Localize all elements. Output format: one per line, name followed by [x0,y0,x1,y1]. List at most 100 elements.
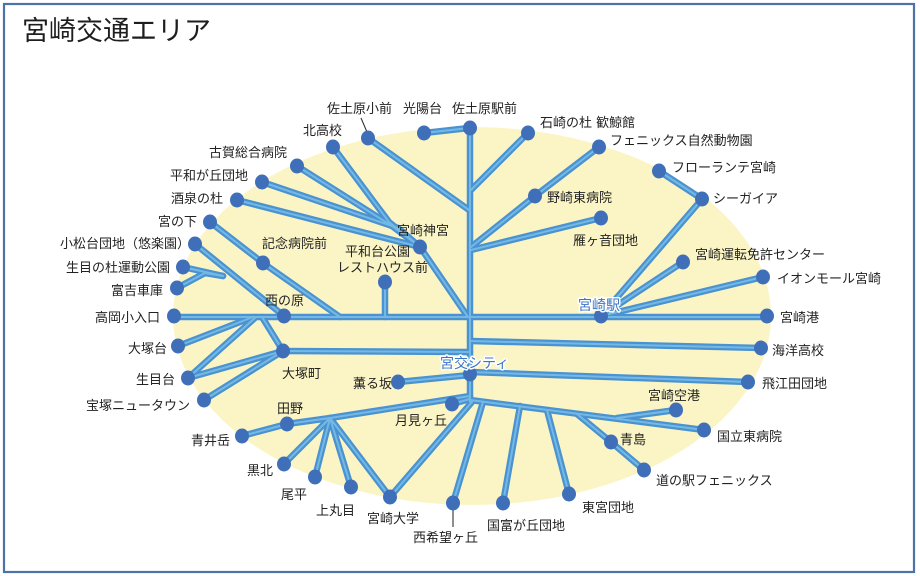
station-dot-airport [669,402,683,418]
station-label-seagaia: シーガイア [713,192,778,207]
station-label-nozaki-higashi: 野崎東病院 [547,190,612,206]
station-dot-aoshima [604,434,618,450]
station-label-miyazaki-university: 宮崎大学 [367,511,419,527]
station-label-aoidake: 青井岳 [191,434,230,449]
station-label-sadowara-sho-mae: 佐土原小前 [327,101,392,117]
station-dot-michinoeki [637,462,651,478]
station-dot-tsukimigaoka [445,396,459,412]
station-dot-heiwadai-park [378,274,392,290]
station-dot-miyazaki-jingu [413,239,427,255]
station-label-kurokita: 黒北 [247,464,273,479]
station-dot-aeon [756,269,770,285]
station-label-phoenix-zoo: フェニックス自然動物園 [610,133,753,149]
hub-label-miyazaki-station: 宮崎駅 [578,298,620,314]
station-label-otsukacho: 大塚町 [282,367,321,382]
station-dot-heiwagaoka [255,174,269,190]
hub-label-miyako-city: 宮交シティ [440,355,509,372]
station-dot-takaoka [167,308,181,324]
station-labels: 佐土原小前 光陽台 佐土原駅前 石崎の杜 歓鯨館 フェニックス自然動物園 フロー… [60,101,881,546]
station-label-kaiyo: 海洋高校 [772,343,824,359]
station-dot-koyodai [417,125,431,141]
station-dot-kurokita [277,456,291,472]
station-label-heiwagaoka: 平和が丘団地 [170,169,248,184]
station-dot-nishikibougaoka [446,495,460,511]
station-label-heiwadai-park-line2: レストハウス前 [337,260,428,276]
station-label-tomiyoshi: 富吉車庫 [111,283,163,299]
station-label-heiwadai-park-line1: 平和台公園 [345,245,410,260]
station-dot-kita-koukou [326,139,340,155]
station-dot-sekizaki [521,125,535,141]
station-dot-kinen-hospital [256,255,270,271]
station-label-koyodai: 光陽台 [403,102,442,117]
station-label-kaorusaka: 薫る坂 [353,377,392,392]
station-label-takaoka: 高岡小入口 [95,310,160,326]
station-dot-seagaia [695,191,709,207]
station-label-sekizaki: 石崎の杜 歓鯨館 [540,116,635,131]
station-dot-takarazuka [197,392,211,408]
page-title: 宮崎交通エリア [22,16,211,47]
station-label-nishikibougaoka: 西希望ヶ丘 [413,530,478,546]
station-dot-tano [280,416,294,432]
station-label-sakaizumi: 酒泉の杜 [171,191,223,207]
station-dot-higashimiya [562,486,576,502]
station-label-kamimarume: 上丸目 [316,504,355,519]
station-dot-florante [652,163,666,179]
station-dot-kaiyo [754,340,768,356]
station-label-komatsudai: 小松台団地（悠楽園） [60,236,190,252]
station-label-obira: 尾平 [281,488,307,503]
station-label-florante: フローランテ宮崎 [672,160,776,176]
station-dot-kamimarume [344,479,358,495]
station-label-miyazaki-port: 宮崎港 [780,310,819,326]
station-label-sadowara-eki-mae: 佐土原駅前 [452,101,517,117]
station-label-kunitomigaoka: 国富が丘団地 [487,518,565,534]
station-label-miyanoshita: 宮の下 [158,214,197,230]
station-label-ikimedai: 生目台 [136,373,175,388]
station-label-koga-hospital: 古賀総合病院 [209,146,287,161]
station-dot-kunitomigaoka [496,495,510,511]
station-label-higashimiya: 東宮団地 [582,500,634,516]
station-dot-nozaki-higashi [528,188,542,204]
station-dot-sadowara-eki-mae [463,120,477,136]
station-dot-sakaizumi [230,192,244,208]
station-label-otsukadai: 大塚台 [128,342,167,357]
station-dot-aoidake [235,428,249,444]
station-dot-karigane [594,210,608,226]
station-dot-miyanoshita [203,214,217,230]
station-label-takarazuka: 宝塚ニュータウン [86,399,190,414]
station-dot-nishinohara [277,308,291,324]
station-label-karigane: 雁ヶ音団地 [573,233,638,249]
station-dot-ikime-park [176,259,190,275]
station-label-aoshima: 青島 [620,433,646,448]
station-label-hietada: 飛江田団地 [762,377,827,392]
station-label-michinoeki: 道の駅フェニックス [656,474,773,489]
station-dot-koga-hospital [290,158,304,174]
station-dot-miyazaki-port [760,308,774,324]
station-dot-ikimedai [181,370,195,386]
leader-line-sadowara-sho [360,117,368,133]
station-label-tsukimigaoka: 月見ヶ丘 [395,414,447,429]
station-dot-license-center [676,254,690,270]
station-dot-tomiyoshi [170,280,184,296]
station-dot-otsukadai [171,338,185,354]
station-label-kinen-hospital: 記念病院前 [262,236,327,252]
station-label-kita-koukou: 北高校 [303,123,342,139]
hub-dot-miyako-city [463,366,477,382]
station-dot-komatsudai [188,236,202,252]
station-dot-kaorusaka [391,374,405,390]
station-label-miyazaki-jingu: 宮崎神宮 [397,223,449,239]
station-dot-hietada [741,374,755,390]
station-label-tano: 田野 [277,402,303,417]
station-dot-kokuritsu-higashi [697,422,711,438]
station-dot-phoenix-zoo [592,139,606,155]
station-label-license-center: 宮崎運転免許センター [695,247,825,263]
station-label-aeon: イオンモール宮崎 [777,271,881,287]
station-dots [167,120,774,511]
station-label-ikime-park: 生目の杜運動公園 [66,261,170,276]
station-dot-miyazaki-university [383,489,397,505]
station-label-kokuritsu-higashi: 国立東病院 [717,429,782,445]
station-label-nishinohara: 西の原 [265,294,304,309]
station-dot-sadowara-sho-mae [361,130,375,146]
